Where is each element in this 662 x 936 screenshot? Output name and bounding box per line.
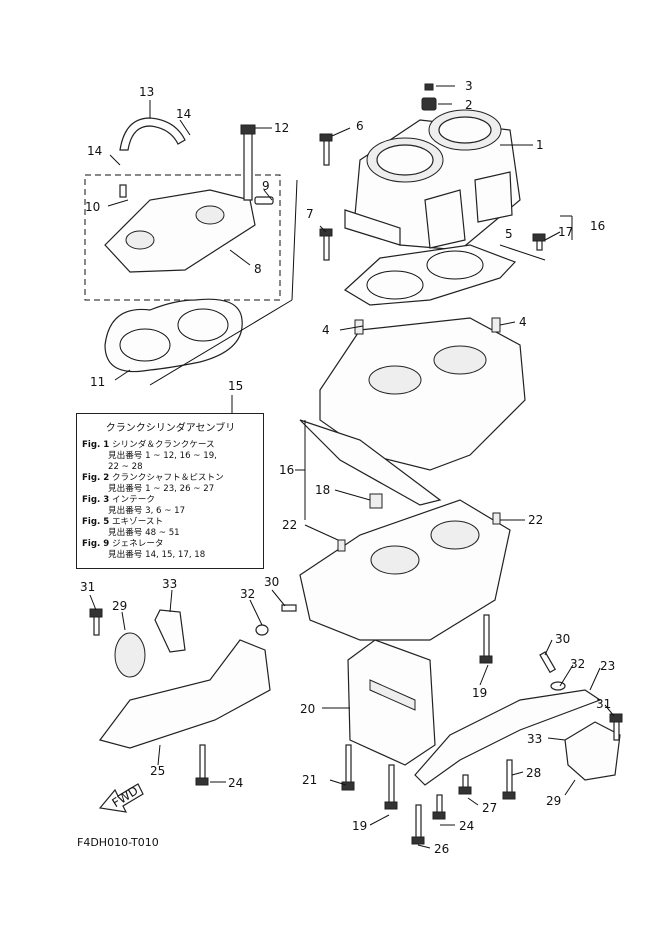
legend-ref: 22 ~ 28: [108, 462, 143, 472]
callout-23: 23: [600, 659, 615, 673]
callout-24b: 24: [459, 819, 474, 833]
callout-16a: 16: [590, 219, 605, 233]
hose-part: [119, 117, 186, 151]
callout-30a: 30: [264, 575, 279, 589]
callout-19a: 19: [472, 686, 487, 700]
callout-8: 8: [254, 262, 262, 276]
callout-20: 20: [300, 702, 315, 716]
callout-9: 9: [262, 179, 270, 193]
callout-27: 27: [482, 801, 497, 815]
callout-24a: 24: [228, 776, 243, 790]
legend-row: Fig. 5 エキゾースト: [82, 517, 164, 527]
callout-31b: 31: [596, 697, 611, 711]
legend-ref: 見出番号 1 ~ 12, 16 ~ 19,: [108, 451, 217, 461]
legend-ref: 見出番号 1 ~ 23, 26 ~ 27: [108, 484, 215, 494]
legend-ref: 見出番号 3, 6 ~ 17: [108, 506, 186, 516]
callout-17: 17: [558, 225, 573, 239]
callout-32b: 32: [570, 657, 585, 671]
head-gasket-part: [104, 298, 243, 373]
assembly-legend-box: クランクシリンダアセンブリ Fig. 1 シリンダ＆クランクケース 見出番号 1…: [76, 413, 264, 569]
callout-14b: 14: [87, 144, 102, 158]
callout-2: 2: [465, 98, 473, 112]
legend-row: Fig. 1 シリンダ＆クランクケース: [82, 440, 215, 450]
callout-labels: 1 2 3 4 4 5 6 7 8 9 10 11 12 13 14 14 15…: [80, 79, 615, 856]
callout-15: 15: [228, 379, 243, 393]
legend-row: Fig. 9 ジェネレータ: [82, 539, 164, 549]
callout-18: 18: [315, 483, 330, 497]
bolt-part: [243, 129, 253, 201]
cover-part: [104, 189, 256, 273]
callout-29b: 29: [546, 794, 561, 808]
callout-31a: 31: [80, 580, 95, 594]
callout-4a: 4: [322, 323, 330, 337]
legend-title: クランクシリンダアセンブリ: [105, 423, 236, 434]
crankcase-upper-part: [299, 317, 526, 506]
callout-5: 5: [505, 227, 513, 241]
leader-lines: [89, 85, 615, 849]
callout-30b: 30: [555, 632, 570, 646]
callout-21: 21: [302, 773, 317, 787]
callout-6: 6: [356, 119, 364, 133]
callout-29a: 29: [112, 599, 127, 613]
legend-row: Fig. 2 クランクシャフト＆ピストン: [82, 473, 224, 483]
cylinder-gasket-part: [344, 244, 517, 306]
callout-32a: 32: [240, 587, 255, 601]
oil-box-part: [347, 639, 436, 766]
cylinder-part: [344, 109, 521, 251]
diagram-code: F4DH010-T010: [77, 836, 159, 849]
callout-22b: 22: [528, 513, 543, 527]
callout-25: 25: [150, 764, 165, 778]
engine-bracket-right-part: [414, 689, 602, 786]
legend-ref: 見出番号 14, 15, 17, 18: [108, 550, 206, 560]
callout-13: 13: [139, 85, 154, 99]
callout-16b: 16: [279, 463, 294, 477]
crankcase-lower-part: [299, 493, 511, 641]
callout-11: 11: [90, 375, 105, 389]
plug-part: [421, 83, 437, 111]
legend-ref: 見出番号 48 ~ 51: [108, 528, 180, 538]
callout-26: 26: [434, 842, 449, 856]
callout-3: 3: [465, 79, 473, 93]
intake-cover-group-box: [84, 174, 281, 301]
legend-row: Fig. 3 インテーク: [82, 495, 155, 505]
callout-7: 7: [306, 207, 314, 221]
callout-14a: 14: [176, 107, 191, 121]
callout-10: 10: [85, 200, 100, 214]
fwd-arrow-icon: FWD: [98, 783, 144, 813]
callout-1: 1: [536, 138, 544, 152]
callout-33b: 33: [527, 732, 542, 746]
callout-4b: 4: [519, 315, 527, 329]
callout-19b: 19: [352, 819, 367, 833]
engine-bracket-left-part: [98, 639, 271, 749]
callout-28: 28: [526, 766, 541, 780]
bolt-set: [89, 133, 623, 845]
callout-12: 12: [274, 121, 289, 135]
callout-22a: 22: [282, 518, 297, 532]
callout-33a: 33: [162, 577, 177, 591]
